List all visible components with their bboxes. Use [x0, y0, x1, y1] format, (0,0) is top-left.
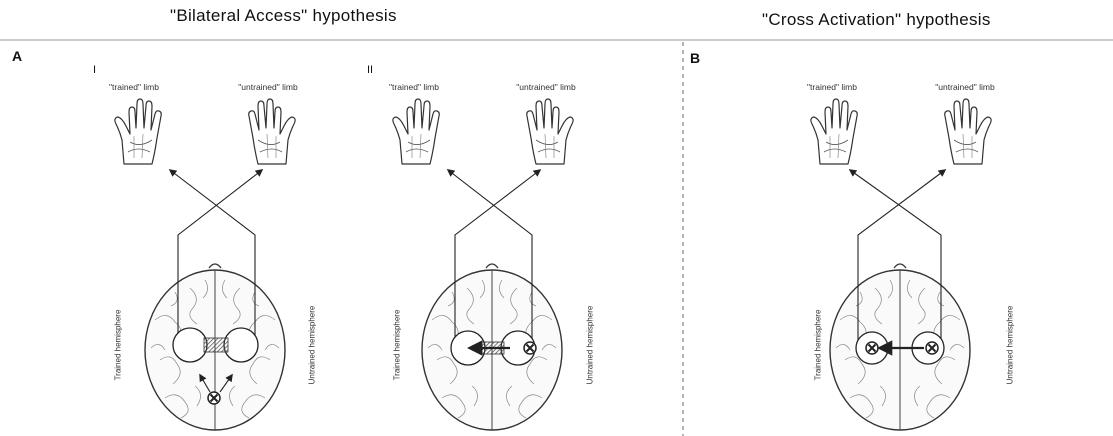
panel-b: [811, 99, 991, 430]
hand-untrained-b: [945, 99, 991, 164]
hand-trained-i: [115, 99, 161, 164]
hand-untrained-ii: [527, 99, 573, 164]
hand-trained-ii: [393, 99, 439, 164]
panel-a-ii: [393, 99, 573, 430]
panel-a-i: [115, 99, 295, 430]
hand-trained-b: [811, 99, 857, 164]
hand-untrained-i: [249, 99, 295, 164]
